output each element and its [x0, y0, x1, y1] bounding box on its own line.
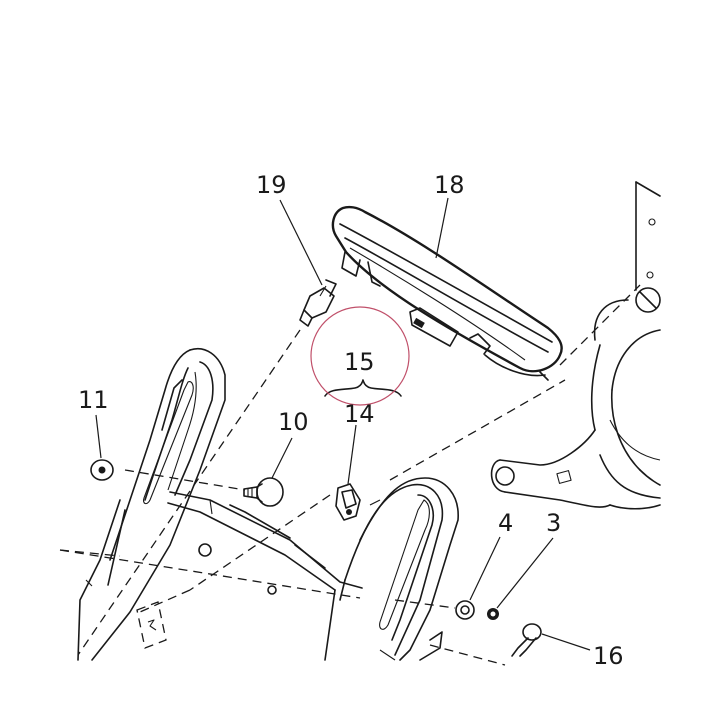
part-4-washer: [455, 600, 475, 620]
callout-4: 4: [498, 509, 513, 537]
left-arm-upright: [77, 348, 226, 661]
highlight-circle: [310, 306, 410, 406]
part-16-screw: [511, 623, 542, 657]
callout-18: 18: [434, 171, 465, 199]
callout-3: 3: [546, 509, 561, 537]
reference-box-dashed: [136, 601, 167, 649]
part-10-bolt: [243, 477, 284, 507]
part-18-instrument-panel: [331, 205, 563, 381]
right-arm: [324, 477, 459, 661]
callout-16: 16: [593, 642, 624, 670]
callout-15-brace: [324, 379, 402, 397]
callout-11: 11: [78, 386, 109, 414]
cross-beam: [167, 491, 363, 595]
assembly-dashed-lines: [59, 284, 641, 666]
callout-14: 14: [344, 400, 375, 428]
callout-19: 19: [256, 171, 287, 199]
leader-lines: [95, 197, 591, 651]
frame-bracket: [490, 181, 661, 510]
part-11-grommet: [90, 459, 114, 481]
callout-15: 15: [344, 348, 375, 376]
part-19-stud-spacer: [299, 279, 337, 327]
callout-10: 10: [278, 408, 309, 436]
callout-labels: 19 18 15 14 11 10 4 3 16: [78, 171, 624, 670]
part-3-nut: [487, 608, 499, 620]
part-14-nut-clip: [335, 483, 361, 521]
